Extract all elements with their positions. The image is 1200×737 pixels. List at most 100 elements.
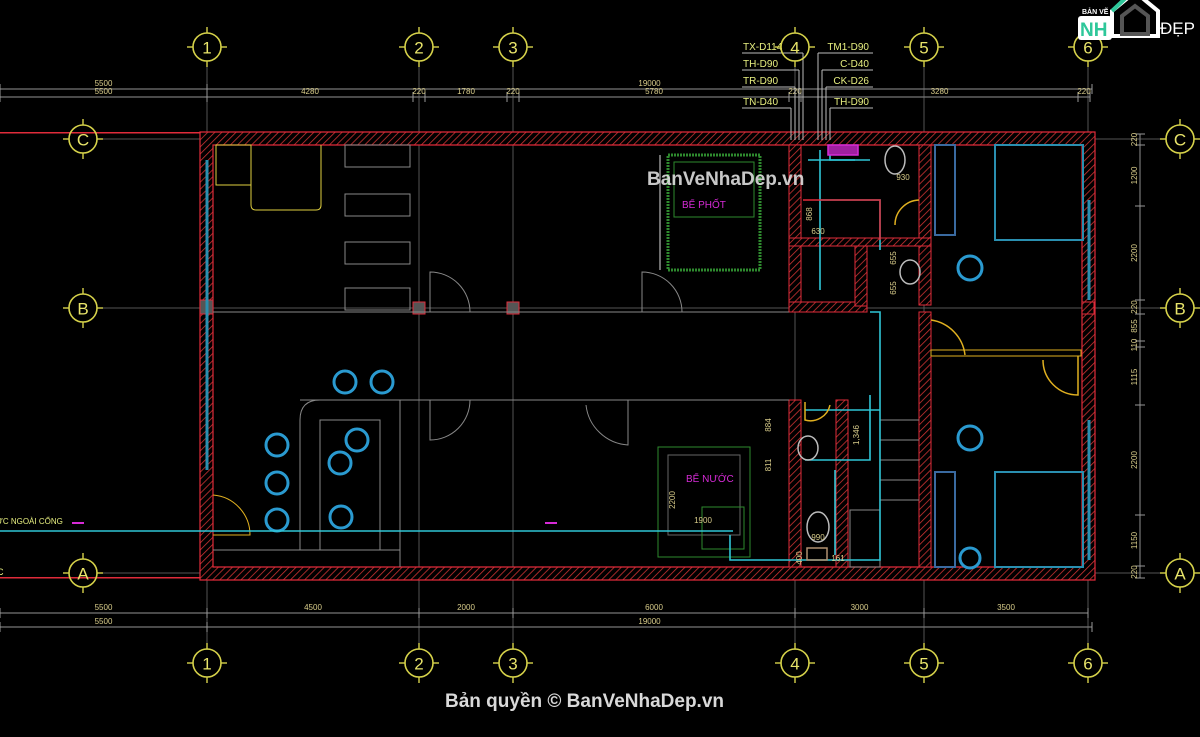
grid-bubble-label: C xyxy=(77,131,89,150)
grid-bubble-top-3: 3 xyxy=(493,27,533,67)
pipe-label: TH-D90 xyxy=(834,97,869,108)
dimension-text: 220 xyxy=(1077,87,1091,96)
dimension-text: 5500 xyxy=(95,87,113,96)
left-cut-label: C xyxy=(0,567,4,577)
grid-bubble-label: 6 xyxy=(1083,655,1092,674)
dim-868: 868 xyxy=(805,207,814,221)
watermark: BanVeNhaDep.vn xyxy=(647,169,804,190)
grid-bubble-label: 3 xyxy=(508,39,517,58)
fixtures xyxy=(797,144,1079,561)
grid-bubble-label: 4 xyxy=(790,655,799,674)
grid-bubble-right-C: C xyxy=(1160,119,1200,159)
dimension-text: 5500 xyxy=(95,617,113,626)
grid-bubble-bottom-6: 6 xyxy=(1068,643,1108,683)
drain-outside-gate-label: ỨC NGOÀI CỔNG xyxy=(0,517,63,526)
grid-bubble-bottom-5: 5 xyxy=(904,643,944,683)
dim-811: 811 xyxy=(764,458,773,471)
grid-lines xyxy=(97,60,1166,650)
grid-bubble-label: 4 xyxy=(790,39,799,58)
dim-630: 630 xyxy=(811,227,825,236)
dim-990: 990 xyxy=(811,533,825,542)
dimension-text: 1115 xyxy=(1130,368,1139,385)
grid-bubble-label: A xyxy=(1174,565,1186,584)
dimension-text: 855 xyxy=(1130,319,1139,333)
dimension-text: 4500 xyxy=(304,603,322,612)
dimension-text: 3280 xyxy=(931,87,949,96)
dim-655a: 655 xyxy=(889,251,898,265)
dimension-text: 2200 xyxy=(1130,244,1139,262)
logo-top-text: BẢN VẼ xyxy=(1082,7,1109,16)
grid-bubble-bottom-3: 3 xyxy=(493,643,533,683)
septic-tank: BỂ PHỐT xyxy=(659,153,762,272)
dimension-text: 2200 xyxy=(1130,451,1139,469)
dimension-text: 1780 xyxy=(457,87,475,96)
pipe-label: TX-D114 xyxy=(743,42,783,53)
pipe-labels: TX-D114TH-D90TR-D90TN-D40TM1-D90C-D40CK-… xyxy=(742,42,873,140)
dimension-text: 19000 xyxy=(638,617,661,626)
dimension-text: 1150 xyxy=(1130,531,1139,549)
dimension-text: 220 xyxy=(412,87,426,96)
dimension-lines: 5500 19000 5500 4280 220 1780 220 5780 220 3280 22… xyxy=(0,79,1145,632)
logo-right-text: ĐẸP xyxy=(1160,19,1195,38)
chairs xyxy=(264,254,984,570)
dimension-text: 5500 xyxy=(95,79,113,88)
grid-bubble-label: B xyxy=(1174,300,1185,319)
pipes xyxy=(0,150,881,561)
grid-bubble-label: 5 xyxy=(919,655,928,674)
grid-bubble-bottom-4: 4 xyxy=(775,643,815,683)
dim-655b: 655 xyxy=(889,281,898,295)
grid-bubble-bottom-2: 2 xyxy=(399,643,439,683)
dimension-text: 1200 xyxy=(1130,166,1139,184)
tank-depth-dim: 2200 xyxy=(668,491,677,509)
water-tank: BỂ NƯỚC 2200 1900 xyxy=(657,446,751,558)
grid-bubble-label: 3 xyxy=(508,655,517,674)
dimension-text: 110 xyxy=(1130,338,1139,351)
dimension-text: 6000 xyxy=(645,603,663,612)
pipe-label: C-D40 xyxy=(840,59,869,70)
grid-bubble-label: 2 xyxy=(414,39,423,58)
brand-logo: BẢN VẼ NH ĐẸP xyxy=(1078,0,1195,41)
grid-bubble-bottom-1: 1 xyxy=(187,643,227,683)
grid-bubble-label: A xyxy=(77,565,89,584)
dim-1346: 1,346 xyxy=(852,424,861,445)
grid-bubble-top-4: 4 xyxy=(775,27,815,67)
grid-bubble-top-2: 2 xyxy=(399,27,439,67)
grid-bubble-label: 6 xyxy=(1083,39,1092,58)
dim-400: 400 xyxy=(795,551,804,565)
water-tank-label: BỂ NƯỚC xyxy=(686,472,734,485)
dim-884: 884 xyxy=(764,418,773,432)
tank-width-dim: 1900 xyxy=(694,516,712,525)
dim-161: 161 xyxy=(831,554,845,563)
dimension-text: 3500 xyxy=(997,603,1015,612)
grid-bubble-label: 5 xyxy=(919,39,928,58)
pipe-label: TN-D40 xyxy=(743,97,778,108)
dimension-text: 220 xyxy=(1130,132,1139,146)
pipe-label: CK-D26 xyxy=(833,76,869,87)
dimension-text: 4280 xyxy=(301,87,319,96)
dimension-text: 5780 xyxy=(645,87,663,96)
dimension-text: 5500 xyxy=(95,603,113,612)
small-dimensions: 930 630 868 655 655 884 811 1,346 990 40… xyxy=(764,173,910,565)
dim-930: 930 xyxy=(896,173,910,182)
logo-left-text: NH xyxy=(1080,20,1107,41)
dimension-text: 220 xyxy=(1130,300,1139,314)
grid-bubble-label: 1 xyxy=(202,655,211,674)
dimension-text: 220 xyxy=(506,87,520,96)
grid-bubble-label: B xyxy=(77,300,88,319)
pipe-label: TH-D90 xyxy=(743,59,778,70)
interior-lines xyxy=(205,144,1091,568)
grid-bubble-left-A: A xyxy=(63,553,103,593)
dimension-text: 220 xyxy=(1130,565,1139,579)
pipe-label: TM1-D90 xyxy=(827,42,869,53)
grid-bubble-right-A: A xyxy=(1160,553,1200,593)
grid-bubble-label: 1 xyxy=(202,39,211,58)
grid-bubble-label: 2 xyxy=(414,655,423,674)
grid-bubble-top-1: 1 xyxy=(187,27,227,67)
septic-tank-label: BỂ PHỐT xyxy=(682,197,726,211)
copyright-text: Bản quyền © BanVeNhaDep.vn xyxy=(445,691,724,712)
grid-bubble-top-5: 5 xyxy=(904,27,944,67)
grid-bubble-label: C xyxy=(1174,131,1186,150)
beds xyxy=(934,144,1084,568)
